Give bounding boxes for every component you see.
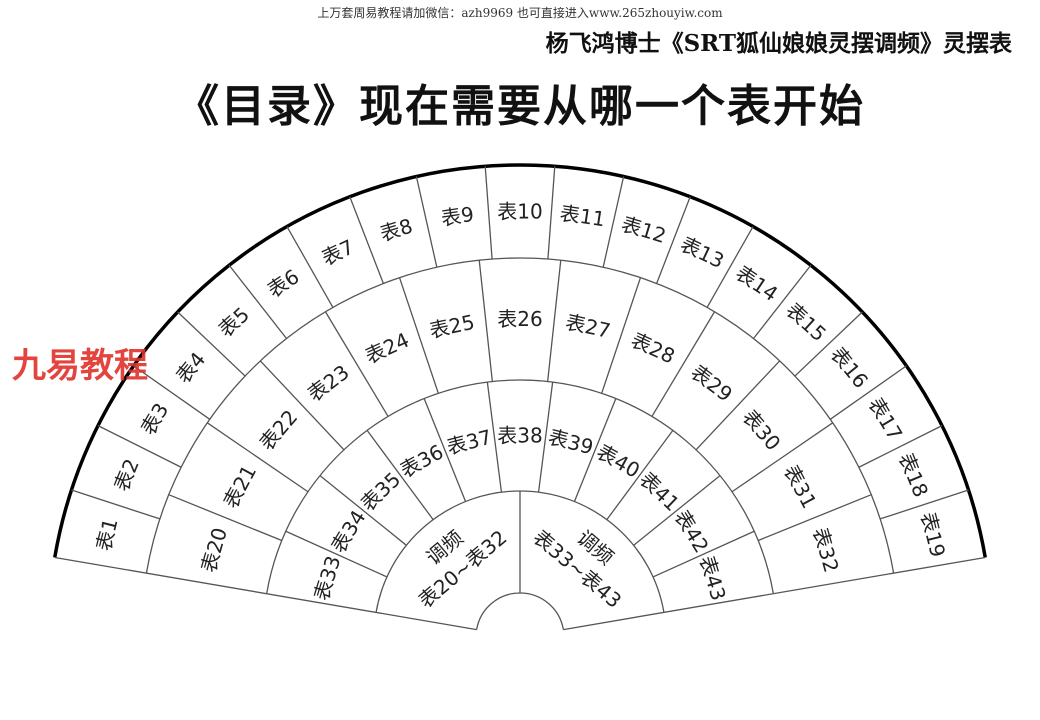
fan-cell-label: 表13 [677, 232, 728, 273]
cell-divider [319, 475, 407, 546]
ring-boundary [266, 379, 774, 594]
cell-divider [415, 176, 438, 268]
fan-cell-label: 表33 [309, 553, 345, 603]
cell-divider [168, 494, 283, 542]
cell-divider [398, 277, 439, 394]
fan-cell-label: 表15 [781, 298, 831, 346]
subtitle: 杨飞鸿博士《SRT狐仙娘娘灵摆调频》灵摆表 [545, 30, 1012, 57]
fan-cell-label: 表27 [563, 310, 613, 343]
fan-cell-label: 表14 [731, 261, 782, 306]
fan-cell-label: 表43 [695, 553, 731, 603]
cell-divider [228, 264, 287, 339]
fan-cell-label: 表41 [635, 467, 684, 516]
fan-cell-label: 表20 [196, 525, 232, 575]
fan-cell-label: 表12 [618, 212, 668, 248]
fan-cell-label: 表26 [497, 307, 542, 331]
fan-cell-label: 表31 [779, 461, 822, 512]
cell-divider [753, 264, 812, 339]
fan-side-edge [54, 556, 477, 631]
fan-cell-label: 表6 [263, 264, 304, 302]
cell-divider [177, 311, 246, 377]
fan-cell-label: 表35 [356, 467, 405, 516]
fan-cell-label: 表8 [377, 214, 415, 246]
cell-divider [484, 166, 493, 260]
fan-cell-label: 表10 [497, 200, 542, 224]
fan-cell-label: 调频表20~表32 [396, 504, 512, 613]
watermark: 九易教程 [12, 346, 148, 386]
ring-boundary [475, 592, 565, 630]
fan-cell-label: 表23 [303, 360, 354, 407]
cell-divider [133, 365, 211, 420]
cell-divider [757, 494, 872, 542]
cell-divider [349, 196, 384, 284]
fan-cell-label: 调频表33~表43 [529, 504, 645, 613]
cell-divider [285, 530, 388, 578]
fan-cell-label: 表37 [444, 425, 494, 460]
cell-divider [606, 430, 674, 521]
fan-cell-label: 表4 [171, 347, 210, 388]
fan-cell-label: 表30 [738, 405, 786, 455]
cell-divider [366, 430, 434, 521]
ring-boundary [145, 257, 895, 574]
fan-cell-label: 表16 [826, 342, 873, 392]
fan-cell-label: 表19 [916, 510, 950, 560]
fan-cell-label: 表2 [109, 455, 144, 494]
fan-cell-label: 表21 [219, 461, 262, 512]
cell-divider [695, 360, 781, 451]
cell-divider [486, 382, 503, 493]
cell-divider [478, 260, 493, 382]
fan-cell-label: 表1 [91, 516, 122, 554]
cell-divider [286, 226, 334, 308]
cell-divider [259, 360, 345, 451]
fan-cell-label: 表34 [326, 506, 370, 557]
cell-divider [537, 382, 554, 493]
cell-divider [656, 196, 691, 284]
cell-divider [602, 176, 625, 268]
cell-divider [324, 311, 389, 417]
cell-divider [794, 311, 863, 377]
top-note: 上万套周易教程请加微信：azh9969 也可直接进入www.265zhouyiw… [317, 6, 723, 20]
fan-cell-label: 表5 [214, 302, 254, 342]
cell-divider [547, 260, 562, 382]
cell-divider [706, 226, 754, 308]
fan-cell-label: 表3 [136, 399, 173, 439]
fan-cell-label: 表18 [894, 449, 933, 500]
fan-side-edge [563, 556, 986, 631]
fan-cell-label: 表42 [669, 506, 713, 557]
fan-cell-label: 表9 [440, 202, 476, 231]
fan-cell-label: 表22 [255, 405, 303, 455]
cell-divider [731, 422, 834, 493]
fan-cell-label: 表39 [546, 425, 596, 460]
fan-cell-label: 表32 [808, 525, 844, 575]
cell-divider [547, 166, 556, 260]
cell-divider [71, 489, 161, 520]
page-title: 《目录》现在需要从哪一个表开始 [175, 81, 865, 132]
cell-divider [573, 398, 617, 502]
fan-cell-label: 表40 [593, 440, 644, 483]
cell-divider [423, 398, 467, 502]
fan-cell-label: 表7 [318, 235, 358, 271]
fan-cell-label: 表17 [863, 393, 907, 444]
cell-divider [633, 475, 721, 546]
fan-cell-label: 表24 [361, 328, 412, 369]
cell-divider [601, 277, 642, 394]
cell-divider [651, 311, 716, 417]
fan-cell-label: 表28 [627, 328, 678, 369]
cell-divider [829, 365, 907, 420]
fan-cell-label: 表29 [686, 360, 737, 407]
cell-divider [652, 530, 755, 578]
cell-divider [879, 489, 969, 520]
cell-divider [858, 425, 943, 468]
fan-cell-label: 表38 [497, 424, 542, 448]
cell-divider [97, 425, 182, 468]
fan-cell-label: 表25 [427, 310, 477, 343]
fan-cell-label: 表11 [558, 201, 606, 231]
cell-divider [206, 422, 309, 493]
fan-cell-label: 表36 [396, 440, 447, 483]
